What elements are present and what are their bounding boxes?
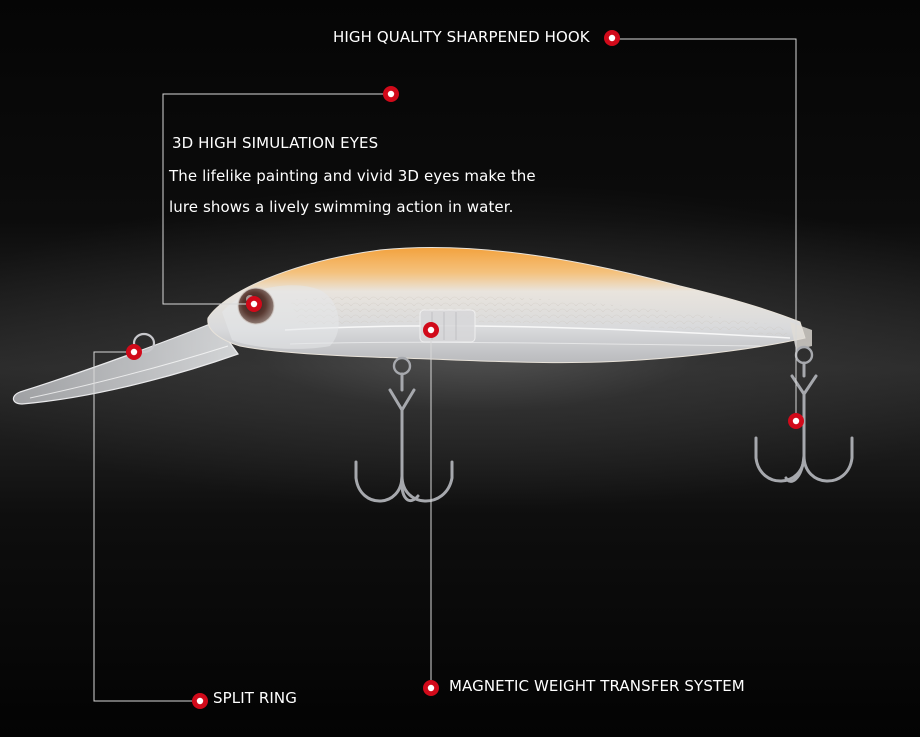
magnetic-weight-callout-label: MAGNETIC WEIGHT TRANSFER SYSTEM <box>449 677 745 695</box>
tail-treble-hook <box>754 345 854 483</box>
diving-lip <box>12 321 239 405</box>
split-ring-shape <box>132 332 156 354</box>
eyes-callout-title: 3D HIGH SIMULATION EYES <box>172 134 379 152</box>
marker-hook <box>604 30 620 46</box>
hook-callout-label: HIGH QUALITY SHARPENED HOOK <box>333 28 590 46</box>
marker-tail-hook <box>788 413 804 429</box>
marker-eye <box>246 296 262 312</box>
marker-magnetic-label <box>423 680 439 696</box>
marker-weight <box>423 322 439 338</box>
split-ring-callout-label: SPLIT RING <box>213 689 297 707</box>
callout-leaders <box>93 38 797 702</box>
marker-split-ring-label <box>192 693 208 709</box>
marker-split-ring <box>126 344 142 360</box>
callout-markers <box>126 30 804 709</box>
marker-eyes-top <box>383 86 399 102</box>
eyes-callout-description: The lifelike painting and vivid 3D eyes … <box>169 167 536 216</box>
belly-treble-hook <box>354 356 454 503</box>
